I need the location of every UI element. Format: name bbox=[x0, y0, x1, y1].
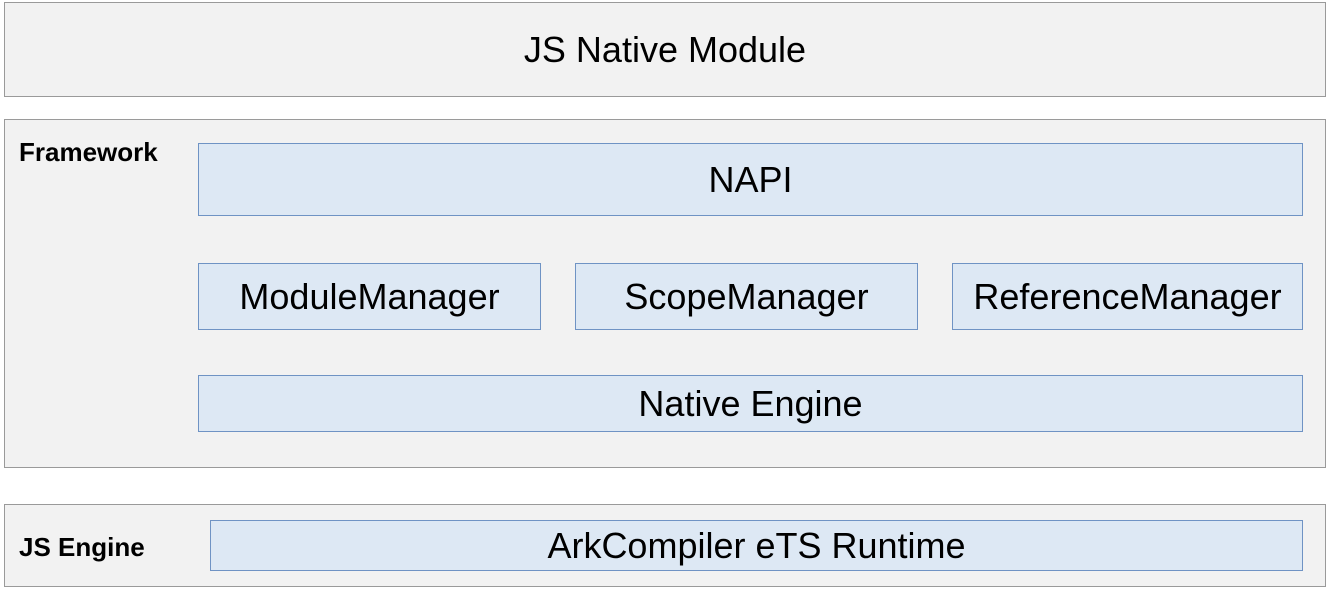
scope-manager-box: ScopeManager bbox=[575, 263, 918, 330]
framework-title: Framework bbox=[19, 137, 158, 167]
js-native-module-layer: JS Native Module bbox=[4, 2, 1326, 97]
reference-manager-box: ReferenceManager bbox=[952, 263, 1303, 330]
module-manager-box: ModuleManager bbox=[198, 263, 541, 330]
js-engine-title: JS Engine bbox=[19, 532, 145, 562]
native-engine-box: Native Engine bbox=[198, 375, 1303, 432]
js-native-module-label: JS Native Module bbox=[523, 28, 807, 70]
arkcompiler-runtime-box: ArkCompiler eTS Runtime bbox=[210, 520, 1303, 571]
napi-box: NAPI bbox=[198, 143, 1303, 216]
